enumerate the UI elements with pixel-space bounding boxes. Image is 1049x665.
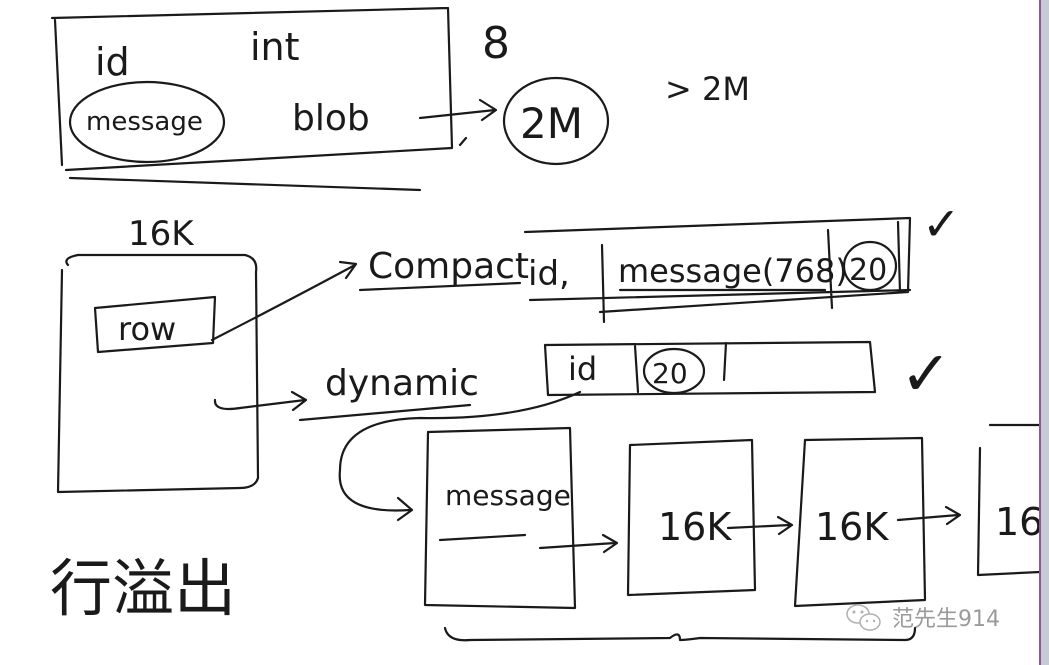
cell-int-label: int [250,25,300,69]
canvas-scrollbar-edge[interactable] [1041,0,1049,665]
compact-cell-20: 20 [849,253,887,288]
dynamic-label: dynamic [325,363,479,404]
dynamic-underline [298,403,472,422]
arrow-to-dynamic [213,390,308,412]
compact-cell-20-circle [842,240,898,292]
page-size-label: 16K [128,214,195,254]
canvas-edge-line [1039,0,1041,665]
compact-underline [358,281,522,292]
compact-cell-id: id, [528,254,570,294]
row-overflow-chinese-label: 行溢出 [50,552,236,625]
dynamic-cell-20-circle [642,347,706,395]
blob-size-annotation: 8 2M > 2M [418,18,750,166]
table-box-outline [50,6,454,192]
overflow-page-3 [976,423,1042,577]
arrow-to-2m [418,98,498,147]
compact-check: ✓ [922,197,961,251]
eight-label: 8 [482,18,510,69]
overflow-page-1 [626,438,757,597]
dynamic-check: ✓ [900,337,952,410]
compact-record-box [523,216,912,324]
page-box: 16K row [56,214,260,494]
overflow-pointer-curve [338,390,582,522]
message-circle [68,80,226,164]
compact-format: Compact id, message(768) 20 ✓ [358,197,961,324]
overflow-page-2-label: 16K [815,505,889,549]
dynamic-format: dynamic id 20 ✓ [298,337,952,422]
dynamic-cell-20: 20 [652,357,688,390]
cell-message-label: message [86,107,203,137]
row-box [93,295,217,354]
chain-arrow-2 [726,515,794,536]
greater-2m-label: > 2M [665,70,750,108]
two-m-circle [502,76,610,166]
overflow-page-1-label: 16K [658,505,732,549]
page-box-outline [56,253,260,494]
cell-id-label: id [95,40,130,84]
two-m-label: 2M [520,99,583,148]
chain-arrow-1 [538,533,619,554]
compact-cell-message: message(768) [618,252,848,290]
arrow-to-compact [210,260,358,342]
cell-blob-label: blob [292,98,370,139]
wechat-icon [846,604,881,631]
chain-arrow-3 [896,505,962,526]
compact-label: Compact [368,246,529,287]
watermark: 范先生914 [846,604,1000,632]
chain-bracket [443,626,917,642]
dynamic-record-box [543,340,877,397]
message-page-box [423,426,577,610]
row-label: row [118,310,176,348]
table-schema-box: id int message blob [50,6,454,192]
chain-message-label: message [445,479,571,512]
chain-message-underline [438,533,527,542]
dynamic-cell-id: id [568,350,597,388]
overflow-page-2 [793,436,927,608]
watermark-text: 范先生914 [892,607,1000,632]
